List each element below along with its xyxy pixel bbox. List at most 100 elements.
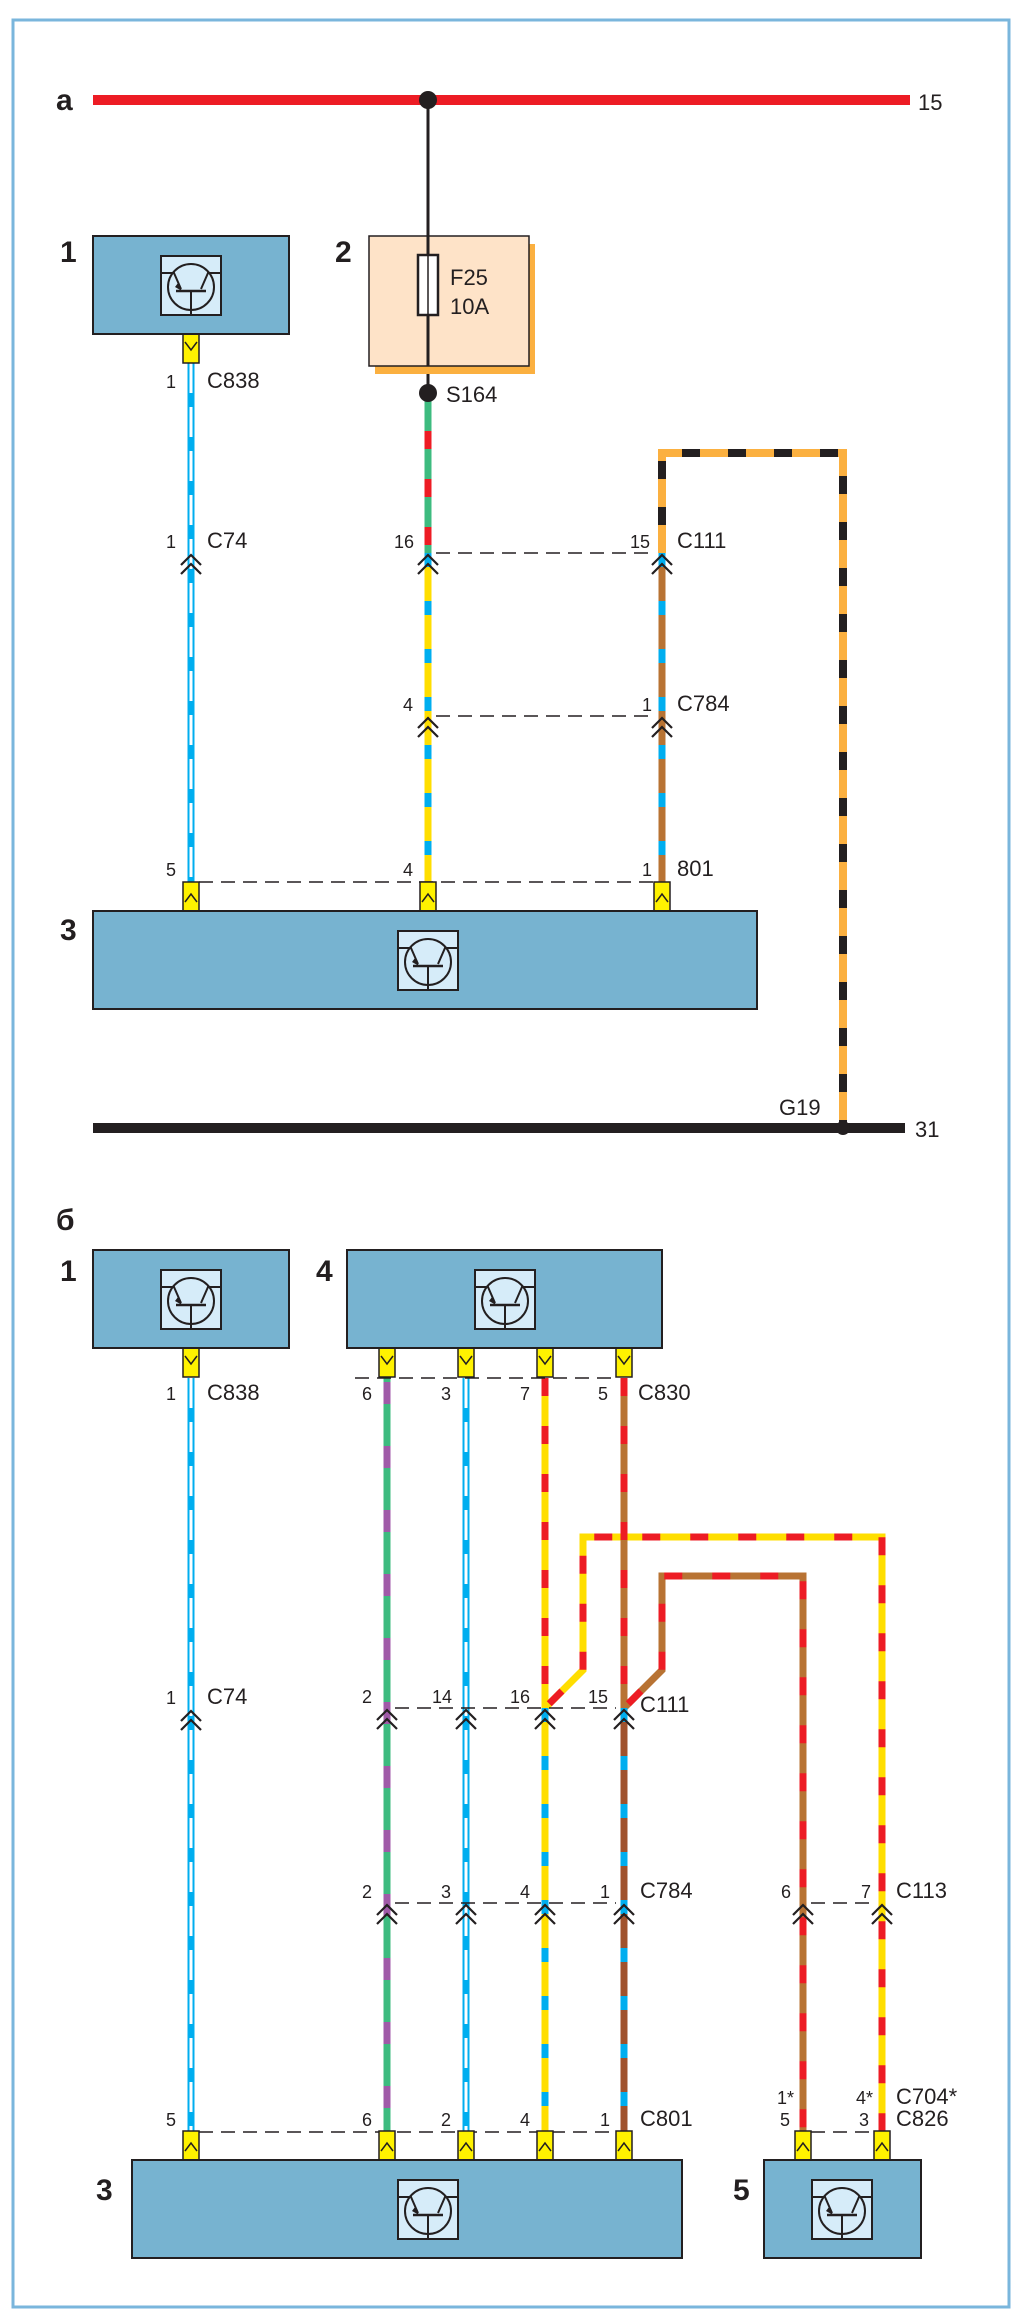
wire-stripe[interactable] bbox=[658, 449, 847, 1128]
pin-block[interactable] bbox=[873, 2130, 891, 2161]
chevron-up-icon bbox=[455, 1903, 477, 1916]
pin-connector[interactable] bbox=[182, 1347, 200, 1378]
pin-connector[interactable] bbox=[182, 2130, 200, 2161]
chevron-up-icon bbox=[455, 1912, 477, 1925]
inline-connector-icon bbox=[376, 1903, 398, 1925]
chevron-up-icon bbox=[617, 2141, 631, 2152]
transistor-icon bbox=[397, 930, 459, 991]
inline-connector-icon bbox=[871, 1903, 893, 1925]
pin-block[interactable] bbox=[182, 333, 200, 364]
pin-label: 1 bbox=[166, 372, 176, 392]
emitter-line bbox=[398, 947, 419, 965]
fuse-box-2[interactable] bbox=[368, 235, 530, 367]
pin-block[interactable] bbox=[615, 2130, 633, 2161]
emitter-arrow bbox=[489, 1297, 496, 1305]
inline-connector-icon bbox=[455, 1708, 477, 1730]
pin-block[interactable] bbox=[182, 2130, 200, 2161]
terminal-15-label: 15 bbox=[918, 90, 942, 115]
pin-block[interactable] bbox=[653, 881, 671, 912]
pin-label: 1 bbox=[642, 860, 652, 880]
wire-stripe[interactable] bbox=[541, 1378, 886, 2132]
pin-connector[interactable] bbox=[794, 2130, 812, 2161]
fuse-rating: 10A bbox=[450, 294, 489, 319]
section-label-b: б bbox=[56, 1204, 75, 1237]
pin-label: 7 bbox=[520, 1384, 530, 1404]
wire-base[interactable] bbox=[620, 1378, 807, 2132]
pin-block[interactable] bbox=[457, 1347, 475, 1378]
wire-black-orange[interactable] bbox=[658, 449, 847, 1128]
connector-c74-b-label: C74 bbox=[207, 1684, 247, 1709]
transistor-icon bbox=[160, 255, 222, 316]
pin-block[interactable] bbox=[378, 1347, 396, 1378]
pin-connector[interactable] bbox=[378, 2130, 396, 2161]
static-layer bbox=[180, 333, 893, 2161]
connector-c784-label: C784 bbox=[677, 691, 730, 716]
pin-block[interactable] bbox=[182, 1347, 200, 1378]
component-number-5: 5 bbox=[733, 2174, 750, 2207]
emitter-line bbox=[398, 2196, 419, 2214]
chevron-up-icon bbox=[534, 1708, 556, 1721]
pin-connector[interactable] bbox=[457, 2130, 475, 2161]
pin-label: 6 bbox=[362, 1384, 372, 1404]
pin-label: 4 bbox=[403, 860, 413, 880]
collector-line bbox=[437, 2196, 458, 2214]
wire-stripe[interactable] bbox=[620, 1378, 807, 2132]
pin-connector[interactable] bbox=[536, 2130, 554, 2161]
chevron-down-icon bbox=[184, 1355, 198, 1366]
wire-base[interactable] bbox=[541, 1378, 886, 2132]
chevron-up-icon bbox=[613, 1717, 635, 1730]
pin-block[interactable] bbox=[794, 2130, 812, 2161]
pin-block[interactable] bbox=[615, 1347, 633, 1378]
module-3b[interactable] bbox=[131, 2159, 683, 2259]
collector-line bbox=[200, 272, 221, 290]
chevron-down-icon bbox=[184, 341, 198, 352]
pin-connector[interactable] bbox=[378, 1347, 396, 1378]
chevron-up-icon bbox=[651, 562, 673, 575]
component-number-3a: 3 bbox=[60, 914, 77, 947]
transistor-icon bbox=[811, 2179, 873, 2240]
chevron-up-icon bbox=[184, 2141, 198, 2152]
pin-connector[interactable] bbox=[457, 1347, 475, 1378]
transistor-icon bbox=[160, 1269, 222, 1330]
connector-c826-label: C826 bbox=[896, 2106, 949, 2131]
emitter-arrow bbox=[826, 2207, 833, 2215]
pin-block[interactable] bbox=[536, 2130, 554, 2161]
wire-yellow-red[interactable] bbox=[541, 1378, 886, 2132]
connector-c113-label: C113 bbox=[896, 1878, 947, 1903]
component-number-3b: 3 bbox=[96, 2174, 113, 2207]
pin-label: 1 bbox=[600, 2110, 610, 2130]
chevron-up-icon bbox=[613, 1903, 635, 1916]
pin-block[interactable] bbox=[419, 881, 437, 912]
chevron-up-icon bbox=[180, 1718, 202, 1731]
chevron-up-icon bbox=[655, 892, 669, 903]
inline-connector-icon bbox=[180, 553, 202, 575]
pin-label: 4* bbox=[856, 2088, 873, 2108]
pin-connector[interactable] bbox=[182, 333, 200, 364]
chevron-down-icon bbox=[538, 1355, 552, 1366]
inline-connector-icon bbox=[455, 1903, 477, 1925]
pin-block[interactable] bbox=[536, 1347, 554, 1378]
pin-connector[interactable] bbox=[615, 1347, 633, 1378]
connector-c704-label: C704* bbox=[896, 2084, 958, 2109]
collector-line bbox=[851, 2196, 872, 2214]
chevron-up-icon bbox=[875, 2141, 889, 2152]
wire-base[interactable] bbox=[658, 449, 847, 1128]
pin-connector[interactable] bbox=[182, 881, 200, 912]
pin-connector[interactable] bbox=[419, 881, 437, 912]
pin-block[interactable] bbox=[457, 2130, 475, 2161]
transistor-icon bbox=[397, 2179, 459, 2240]
pin-connector[interactable] bbox=[536, 1347, 554, 1378]
pin-block[interactable] bbox=[182, 881, 200, 912]
splice-s164-dot bbox=[419, 384, 437, 402]
pin-connector[interactable] bbox=[873, 2130, 891, 2161]
pin-block[interactable] bbox=[378, 2130, 396, 2161]
module-5[interactable] bbox=[763, 2159, 922, 2259]
inline-connector-icon bbox=[417, 716, 439, 738]
inline-connector-icon bbox=[651, 553, 673, 575]
pin-connector[interactable] bbox=[653, 881, 671, 912]
emitter-line bbox=[161, 1286, 182, 1304]
wire-brown-red[interactable] bbox=[620, 1378, 807, 2132]
pin-label: 16 bbox=[510, 1687, 530, 1707]
collector-line bbox=[514, 1286, 535, 1304]
pin-connector[interactable] bbox=[615, 2130, 633, 2161]
